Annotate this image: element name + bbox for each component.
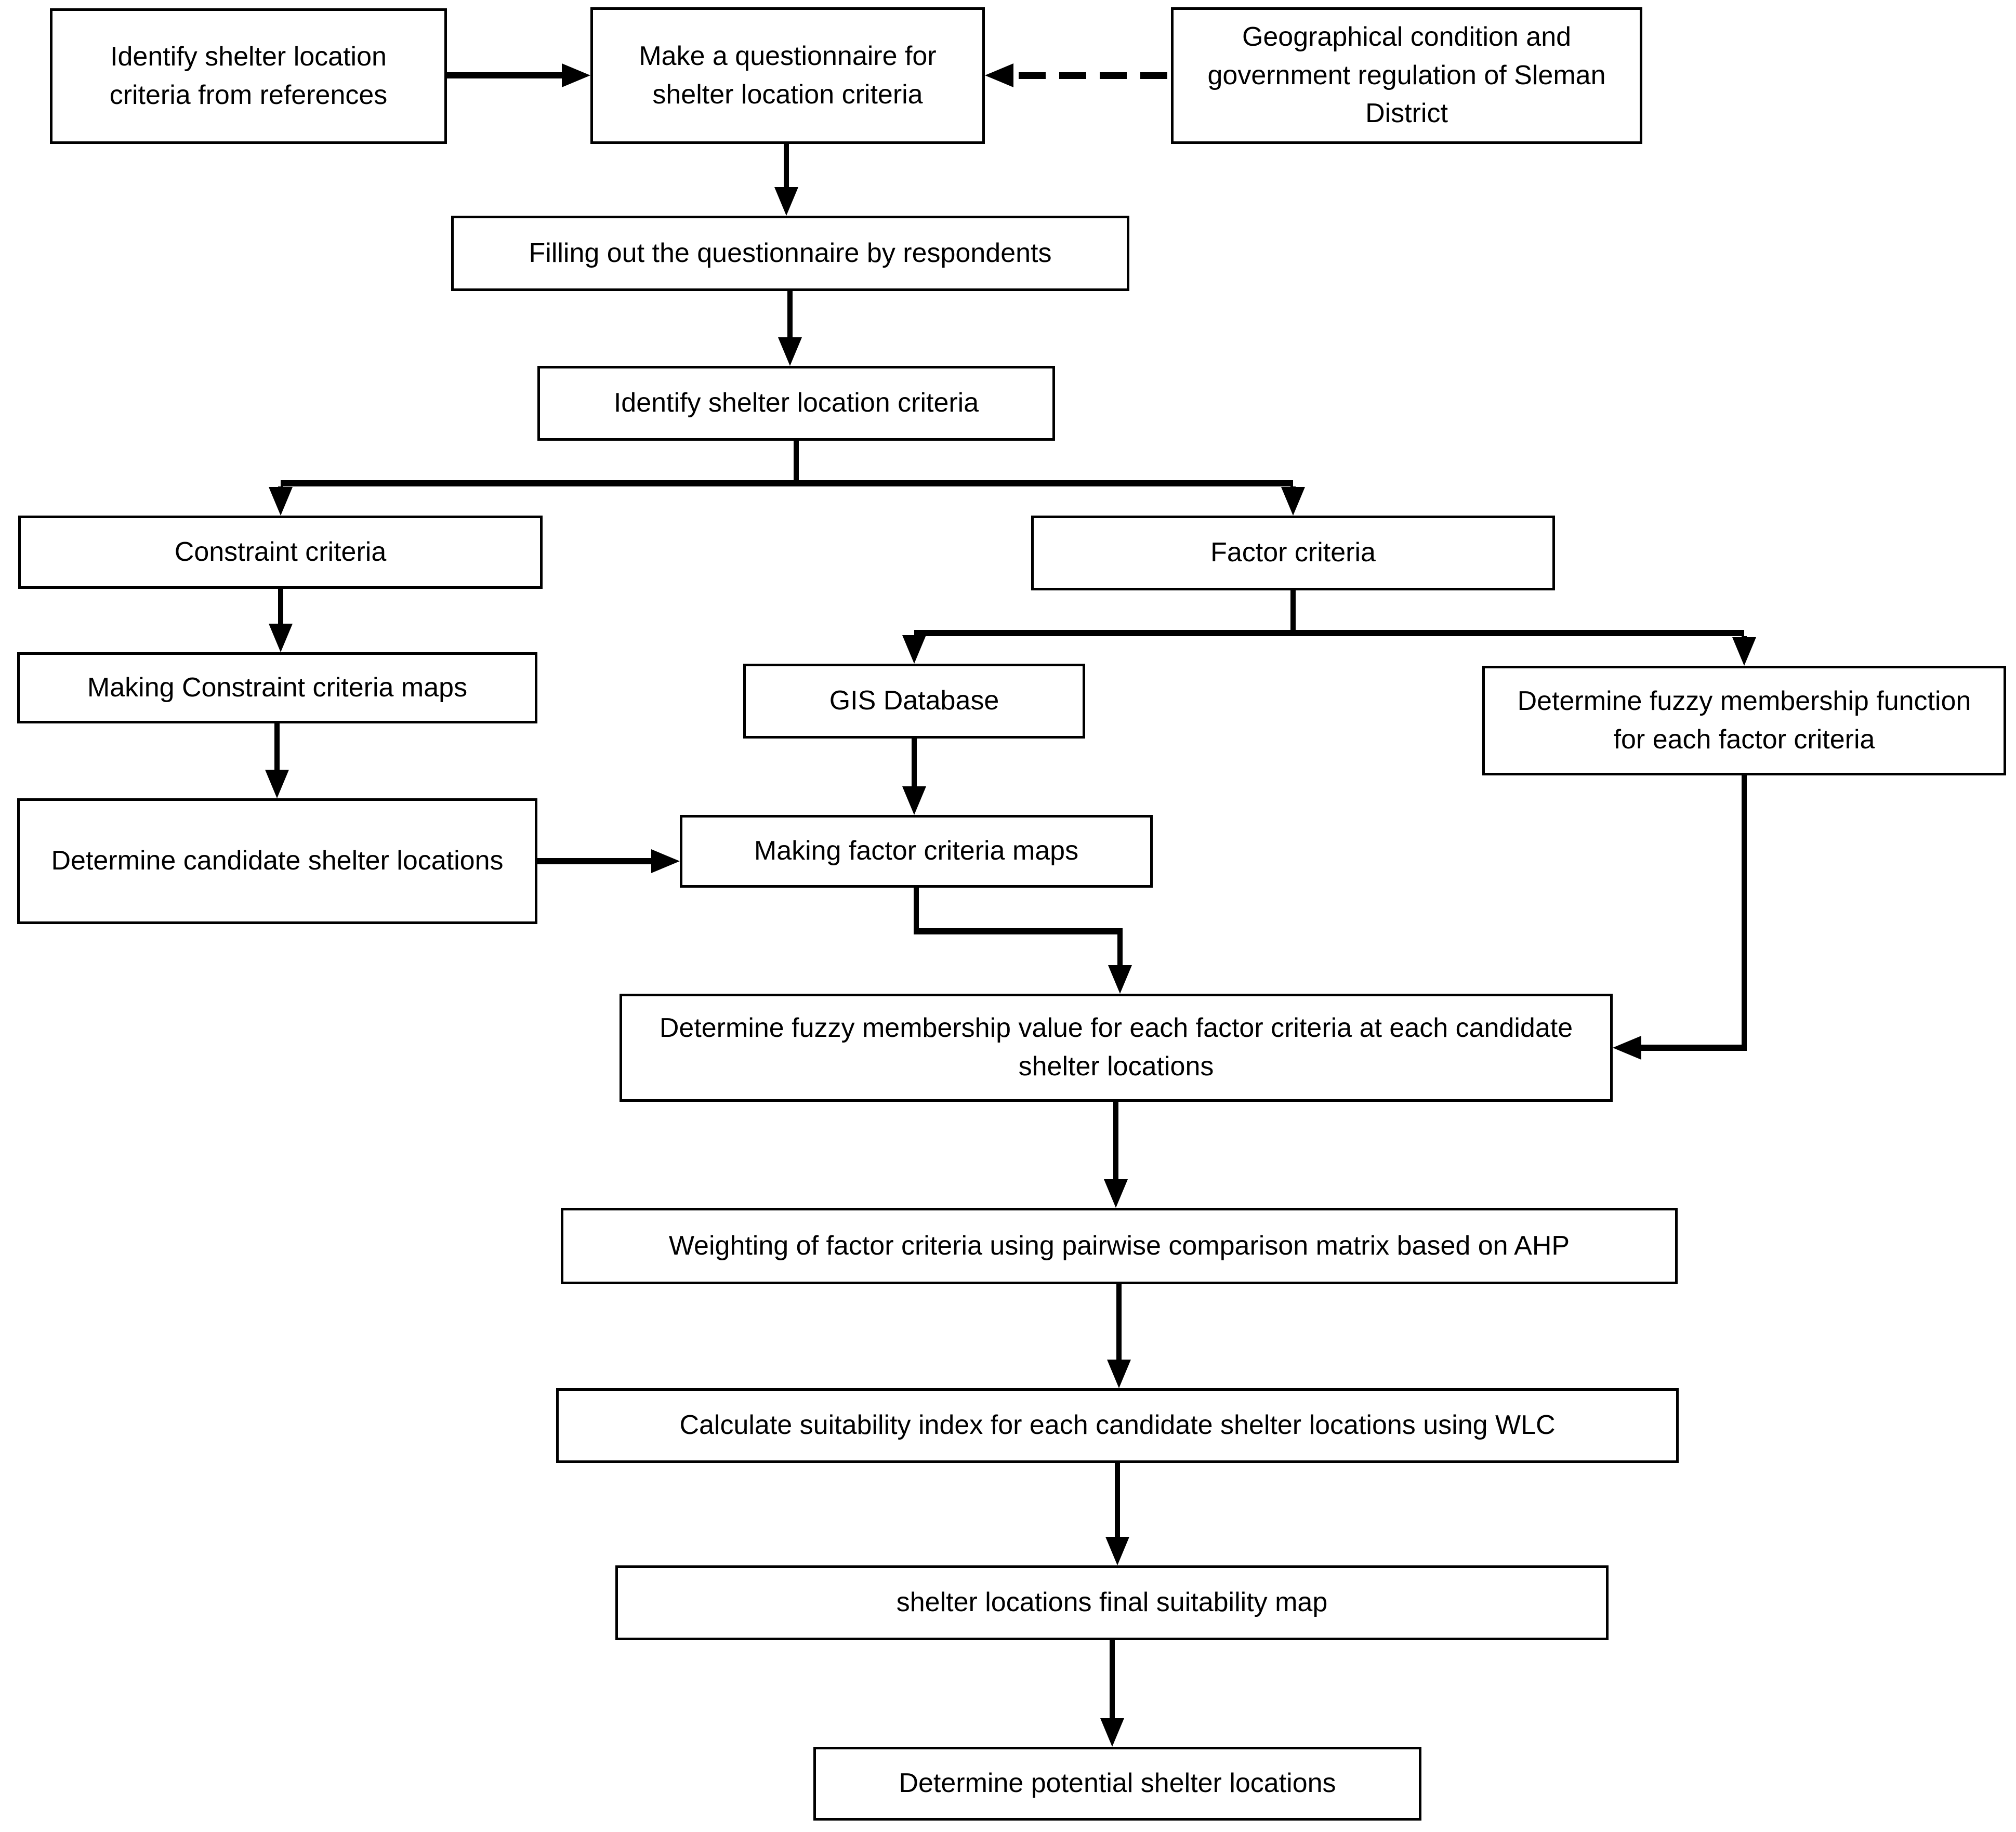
edge-factormaps-to-value-line2 (914, 928, 1123, 934)
edge-finalmap-to-potential-arrowhead-icon (1100, 1718, 1124, 1747)
edge-weighting-to-wlc-arrowhead-icon (1107, 1360, 1131, 1388)
node-gis-database: GIS Database (743, 664, 1085, 739)
edge-maps-to-candidate-arrowhead-icon (265, 770, 289, 798)
edge-geographical-to-questionnaire-arrowhead-icon (985, 63, 1013, 87)
node-making-factor-maps: Making factor criteria maps (680, 815, 1153, 888)
node-candidate-shelter-locations: Determine candidate shelter locations (17, 798, 537, 924)
node-making-constraint-maps: Making Constraint criteria maps (17, 652, 537, 723)
edge-factor-to-function-arrowhead-icon (1732, 637, 1756, 666)
node-label: Weighting of factor criteria using pairw… (668, 1230, 1570, 1261)
node-constraint-criteria: Constraint criteria (18, 516, 543, 589)
edge-filling-to-identify-arrowhead-icon (778, 337, 802, 366)
node-label: Factor criteria (1210, 537, 1376, 568)
edge-value-to-weighting-arrowhead-icon (1104, 1179, 1128, 1208)
node-final-suitability-map: shelter locations final suitability map (615, 1565, 1609, 1640)
edge-candidate-to-factormaps-line (537, 858, 651, 864)
edge-references-to-questionnaire-arrowhead-icon (562, 63, 590, 87)
edge-weighting-to-wlc-line (1116, 1284, 1122, 1361)
node-identify-criteria-references: Identify shelter location criteria from … (50, 8, 447, 144)
edge-questionnaire-to-filling-arrowhead-icon (774, 187, 798, 216)
edge-candidate-to-factormaps-arrowhead-icon (651, 849, 680, 873)
edge-value-to-weighting-line (1113, 1102, 1118, 1180)
edge-factormaps-to-value-arrowhead-icon (1108, 965, 1132, 994)
edge-maps-to-candidate-line (274, 723, 280, 771)
node-weighting-ahp: Weighting of factor criteria using pairw… (561, 1208, 1678, 1284)
edge-questionnaire-to-filling-line (784, 144, 789, 188)
edge-gis-to-factormaps-arrowhead-icon (902, 786, 926, 815)
edge-factor-branch-line (914, 630, 1744, 636)
edge-gis-to-factormaps-line (912, 739, 917, 787)
node-label: Determine candidate shelter locations (51, 846, 504, 876)
edge-function-to-value-arrowhead-icon (1613, 1036, 1641, 1060)
edge-function-to-value-line1 (1742, 775, 1747, 1051)
edge-identify-branch-line (281, 480, 1293, 486)
edge-constraint-to-maps-line (278, 589, 283, 625)
node-filling-questionnaire: Filling out the questionnaire by respond… (451, 216, 1129, 291)
edge-wlc-to-finalmap-line (1115, 1463, 1120, 1538)
node-label: Geographical condition and government re… (1207, 21, 1606, 129)
edge-factormaps-to-value-line3 (1117, 928, 1123, 966)
edge-wlc-to-finalmap-arrowhead-icon (1105, 1537, 1129, 1565)
edge-constraint-to-maps-arrowhead-icon (269, 624, 293, 652)
node-label: Identify shelter location criteria from … (109, 41, 388, 110)
edge-filling-to-identify-line (787, 291, 793, 338)
edge-geographical-to-questionnaire-dashed-line (1019, 72, 1172, 79)
edge-references-to-questionnaire-line (447, 72, 562, 78)
node-label: Constraint criteria (174, 536, 387, 567)
node-factor-criteria: Factor criteria (1031, 516, 1555, 590)
node-label: Making Constraint criteria maps (87, 672, 468, 703)
edge-factormaps-to-value-line1 (914, 888, 919, 934)
edge-function-to-value-line2 (1641, 1045, 1747, 1051)
node-label: shelter locations final suitability map (896, 1587, 1328, 1618)
node-label: Determine fuzzy membership function for … (1517, 686, 1971, 755)
node-fuzzy-membership-function: Determine fuzzy membership function for … (1482, 666, 2006, 775)
node-identify-shelter-criteria: Identify shelter location criteria (537, 366, 1055, 441)
edge-factor-branch-stub-line (1290, 590, 1296, 636)
node-label: GIS Database (829, 686, 999, 716)
node-label: Filling out the questionnaire by respond… (529, 238, 1052, 268)
node-label: Make a questionnaire for shelter locatio… (639, 41, 937, 110)
edge-identify-to-factor-arrowhead-icon (1281, 487, 1305, 516)
node-label: Determine fuzzy membership value for eac… (659, 1013, 1573, 1082)
node-potential-shelter-locations: Determine potential shelter locations (813, 1747, 1421, 1821)
node-fuzzy-membership-value: Determine fuzzy membership value for eac… (620, 994, 1613, 1102)
node-label: Making factor criteria maps (754, 836, 1079, 866)
edge-identify-branch-stub-line (794, 441, 799, 486)
node-make-questionnaire: Make a questionnaire for shelter locatio… (590, 7, 985, 144)
edge-factor-to-gis-arrowhead-icon (902, 635, 926, 664)
node-suitability-wlc: Calculate suitability index for each can… (556, 1388, 1679, 1463)
edge-finalmap-to-potential-line (1110, 1640, 1115, 1719)
node-label: Calculate suitability index for each can… (679, 1410, 1556, 1441)
edge-identify-to-constraint-arrowhead-icon (269, 487, 293, 516)
node-label: Determine potential shelter locations (899, 1768, 1336, 1799)
node-label: Identify shelter location criteria (613, 388, 979, 418)
node-geographical-condition: Geographical condition and government re… (1171, 7, 1642, 144)
